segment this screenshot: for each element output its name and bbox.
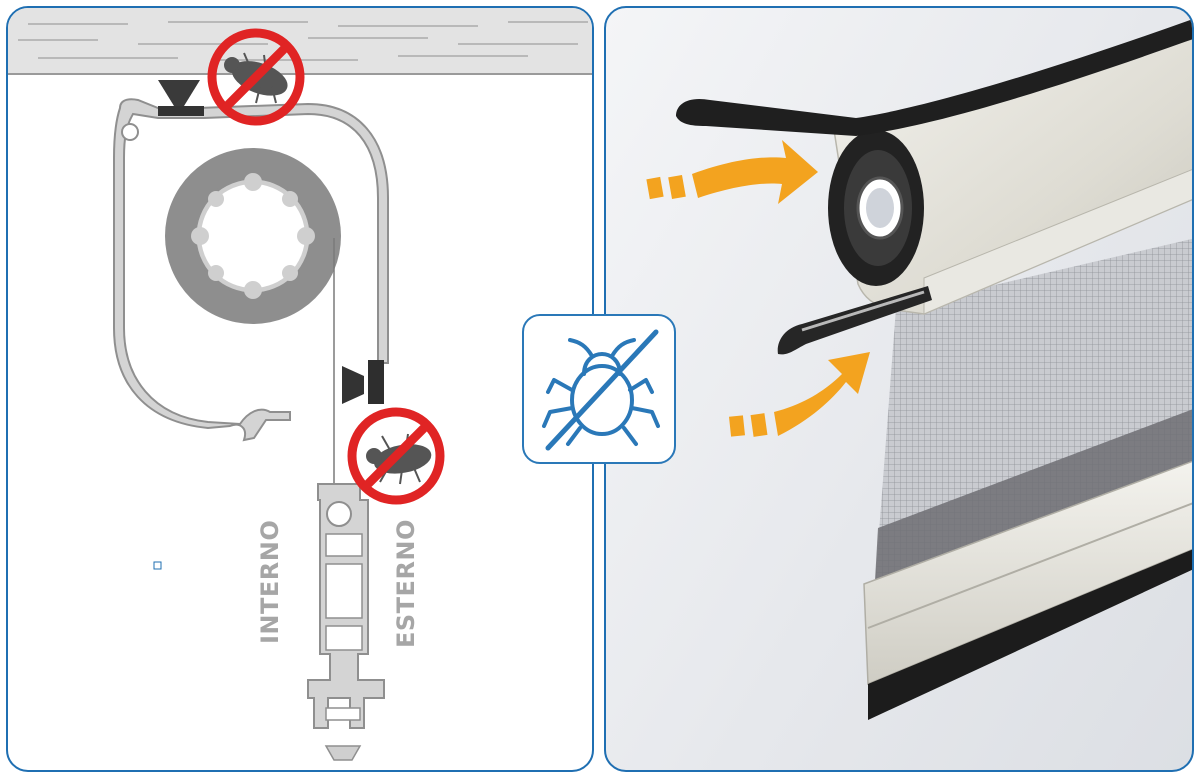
bottom-bar-groove bbox=[867, 502, 1192, 629]
bottom-bar bbox=[863, 460, 1192, 686]
no-insect-icon bbox=[347, 407, 445, 505]
bottom-brush-seal bbox=[868, 549, 1192, 720]
curved-arrow-icon bbox=[646, 140, 818, 204]
no-bug-badge bbox=[522, 314, 676, 464]
curved-arrow-icon bbox=[728, 352, 870, 437]
product-illustration bbox=[646, 19, 1192, 720]
top-brush-seal bbox=[676, 19, 1192, 136]
bottom-bar-profile bbox=[307, 483, 385, 761]
roller-tube bbox=[165, 148, 341, 324]
no-insect-icon bbox=[207, 28, 305, 126]
product-photo-panel bbox=[604, 6, 1194, 772]
top-brush-seal bbox=[158, 80, 204, 116]
profile-hook bbox=[121, 123, 139, 141]
cross-section-panel: INTERNO ESTERNO bbox=[6, 6, 594, 772]
side-brush-seal bbox=[342, 360, 384, 404]
esterno-label: ESTERNO bbox=[392, 519, 420, 648]
roller-end bbox=[828, 130, 924, 286]
interno-label: INTERNO bbox=[256, 520, 284, 644]
cassette-profile bbox=[113, 98, 389, 442]
side-brush-stripe bbox=[801, 290, 925, 332]
cross-section-diagram: INTERNO ESTERNO bbox=[8, 8, 592, 761]
anchor-marker bbox=[153, 561, 162, 570]
side-brush-seal bbox=[777, 286, 932, 355]
no-bug-icon bbox=[542, 329, 660, 451]
